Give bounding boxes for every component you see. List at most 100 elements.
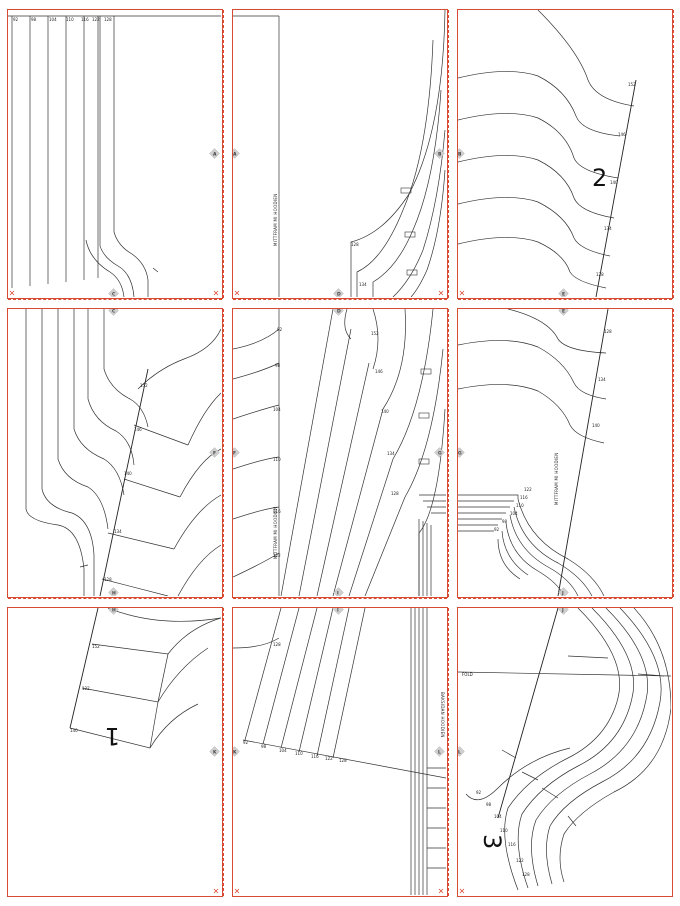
piece-label: MITTFRAM MI HOODIEN bbox=[273, 506, 278, 559]
piece-number: 2 bbox=[592, 164, 607, 192]
cut-mark-icon bbox=[459, 290, 465, 296]
pattern-lines bbox=[457, 9, 637, 298]
svg-text:92: 92 bbox=[476, 790, 482, 795]
alignment-marker-g: G bbox=[454, 447, 465, 458]
pattern-lines bbox=[25, 309, 222, 597]
alignment-marker-g: G bbox=[434, 447, 445, 458]
alignment-marker-d: D bbox=[333, 288, 344, 299]
svg-text:122: 122 bbox=[516, 858, 524, 863]
svg-text:116: 116 bbox=[520, 495, 528, 500]
svg-text:G: G bbox=[438, 451, 442, 457]
alignment-marker-b: B bbox=[454, 148, 465, 159]
cut-mark-icon bbox=[213, 888, 219, 894]
piece-label: MITTFRAM MI HOODIEN bbox=[554, 452, 559, 505]
size-label: 128 bbox=[351, 242, 359, 247]
svg-text:L: L bbox=[438, 750, 441, 756]
pattern-tile-7: 152 122 140 1 H K bbox=[7, 604, 224, 897]
size-labels: 152 122 140 bbox=[70, 644, 100, 733]
cut-mark-icon bbox=[459, 888, 465, 894]
svg-text:K: K bbox=[213, 750, 217, 756]
size-labels: 128 134 140 92 98 104 110 116 122 bbox=[494, 329, 612, 532]
svg-text:104: 104 bbox=[494, 814, 502, 819]
alignment-marker-l: L bbox=[434, 746, 445, 757]
svg-text:H: H bbox=[112, 591, 116, 597]
svg-text:110: 110 bbox=[295, 751, 303, 756]
size-label: 110 bbox=[66, 17, 74, 22]
cut-mark-icon bbox=[9, 290, 219, 296]
alignment-marker-l: L bbox=[454, 746, 465, 757]
svg-text:L: L bbox=[458, 750, 461, 756]
svg-text:128: 128 bbox=[522, 872, 530, 877]
svg-text:92: 92 bbox=[494, 527, 500, 532]
alignment-marker-k: K bbox=[209, 746, 220, 757]
svg-text:A: A bbox=[213, 152, 217, 158]
svg-text:FOLD: FOLD bbox=[462, 672, 473, 677]
svg-text:128: 128 bbox=[339, 758, 347, 763]
size-labels: 128 92 98 104 110 116 122 128 bbox=[243, 642, 347, 763]
svg-text:116: 116 bbox=[508, 842, 516, 847]
svg-text:E: E bbox=[562, 292, 565, 298]
svg-text:B: B bbox=[438, 152, 442, 158]
svg-text:128: 128 bbox=[391, 491, 399, 496]
alignment-marker-j: J bbox=[558, 587, 569, 598]
svg-text:134: 134 bbox=[604, 226, 612, 231]
svg-text:140: 140 bbox=[381, 409, 389, 414]
svg-text:128: 128 bbox=[604, 329, 612, 334]
alignment-marker-a: A bbox=[209, 148, 220, 159]
svg-text:152: 152 bbox=[371, 331, 379, 336]
alignment-marker-c: C bbox=[108, 305, 119, 316]
svg-text:J: J bbox=[561, 591, 564, 597]
svg-text:A: A bbox=[233, 152, 237, 158]
svg-text:146: 146 bbox=[618, 132, 626, 137]
pattern-tile-1: 92 98 104 110 116 122 128 A C bbox=[7, 9, 224, 300]
size-labels: 92 98 104 110 116 122 152 146 140 134 12… bbox=[273, 327, 399, 558]
svg-text:116: 116 bbox=[311, 754, 319, 759]
svg-text:140: 140 bbox=[592, 423, 600, 428]
svg-text:146: 146 bbox=[375, 369, 383, 374]
svg-text:C: C bbox=[112, 292, 116, 298]
svg-text:92: 92 bbox=[277, 327, 283, 332]
pattern-lines bbox=[457, 308, 609, 597]
svg-text:92: 92 bbox=[243, 740, 249, 745]
cut-mark-icon bbox=[234, 888, 444, 894]
alignment-marker-e: E bbox=[558, 305, 569, 316]
size-labels: 92 98 104 110 116 122 128 bbox=[13, 17, 112, 22]
alignment-marker-c: C bbox=[108, 288, 119, 299]
alignment-marker-k: K bbox=[229, 746, 240, 757]
size-labels: 152 146 140 134 128 bbox=[596, 82, 636, 277]
svg-text:98: 98 bbox=[486, 802, 492, 807]
svg-text:152: 152 bbox=[92, 644, 100, 649]
svg-text:J: J bbox=[561, 608, 564, 614]
svg-text:134: 134 bbox=[114, 529, 122, 534]
pattern-lines bbox=[233, 9, 446, 298]
pattern-tile-5: MITTFRAM MI HOODIEN 92 98 104 110 116 12… bbox=[229, 305, 449, 599]
alignment-marker-h: H bbox=[108, 604, 119, 615]
pattern-tile-4: 152 146 140 134 128 C F H bbox=[7, 305, 224, 599]
size-label: 104 bbox=[49, 17, 57, 22]
svg-text:F: F bbox=[233, 451, 236, 457]
svg-text:122: 122 bbox=[273, 553, 281, 558]
svg-text:H: H bbox=[112, 608, 116, 614]
pattern-tile-2: MITTFRAM MI HOODIEN 128 134 A B D bbox=[229, 9, 449, 300]
svg-text:140: 140 bbox=[124, 471, 132, 476]
pattern-tile-3: 2 152 146 140 134 128 B E bbox=[454, 9, 674, 300]
size-label: 98 bbox=[31, 17, 37, 22]
svg-text:128: 128 bbox=[273, 642, 281, 647]
piece-number: 3 bbox=[478, 834, 506, 849]
svg-text:I: I bbox=[337, 608, 339, 614]
pattern-lines bbox=[232, 308, 446, 597]
size-label: 116 bbox=[81, 17, 89, 22]
svg-text:110: 110 bbox=[516, 503, 524, 508]
size-labels: 152 146 140 134 128 bbox=[104, 383, 148, 582]
svg-text:134: 134 bbox=[387, 451, 395, 456]
pattern-lines bbox=[457, 607, 672, 891]
svg-text:122: 122 bbox=[325, 756, 333, 761]
svg-text:K: K bbox=[233, 750, 237, 756]
svg-text:110: 110 bbox=[500, 828, 508, 833]
svg-text:G: G bbox=[458, 451, 462, 457]
svg-text:98: 98 bbox=[261, 744, 267, 749]
size-labels: FOLD 92 98 104 110 116 122 128 bbox=[462, 672, 530, 877]
piece-label: MITTFRAM MI HOODIEN bbox=[273, 193, 278, 246]
alignment-marker-h: H bbox=[108, 587, 119, 598]
alignment-marker-f: F bbox=[209, 447, 220, 458]
